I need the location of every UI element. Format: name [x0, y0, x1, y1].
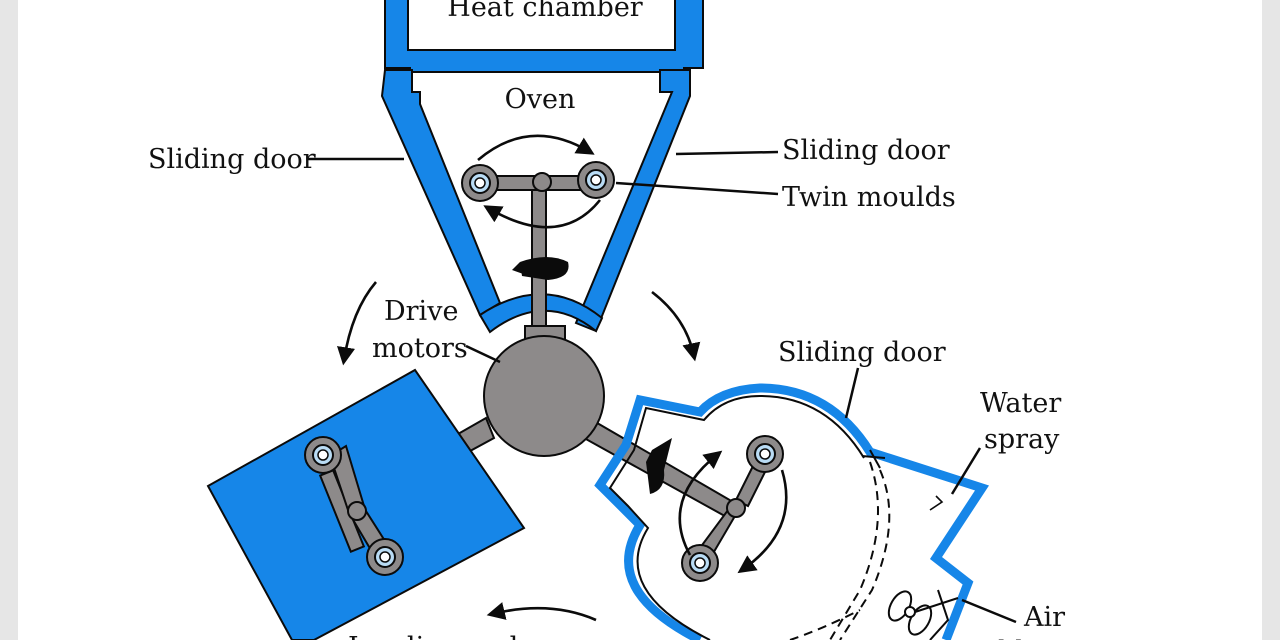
heat-chamber: Heat chamber	[384, 0, 704, 73]
cooling-chamber	[594, 383, 990, 640]
oven: Oven	[380, 69, 691, 334]
sliding-door-left-label: Sliding door	[148, 144, 316, 175]
drive-motors-label-line2: motors	[372, 333, 468, 364]
water-spray-label-line2: spray	[984, 424, 1060, 455]
oven-left-wall	[380, 69, 502, 317]
water-spray-label-line1: Water	[980, 388, 1061, 419]
air-blower-label-line1: Air	[1023, 602, 1065, 633]
leader-sliding-door-cooling	[844, 367, 860, 419]
rotation-arrow-bottom	[486, 602, 597, 622]
oven-right-wall	[574, 69, 691, 333]
drive-motor-hub	[483, 335, 605, 457]
rotation-arrow-left	[337, 281, 377, 366]
oven-label: Oven	[505, 84, 576, 115]
sliding-door-right-label: Sliding door	[782, 135, 950, 166]
sliding-door-cooling-label: Sliding door	[778, 337, 946, 368]
drive-motors-label-line1: Drive	[384, 296, 458, 327]
air-blower-label-line2: blower	[998, 636, 1092, 640]
leader-water-spray	[950, 447, 982, 495]
loading-label: Loading and	[348, 632, 518, 640]
oven-mould-assembly	[461, 134, 615, 348]
loading-station	[206, 368, 526, 640]
twin-moulds-label: Twin moulds	[782, 182, 956, 213]
oven-bottom-door	[478, 293, 604, 334]
rotation-arrow-right	[651, 290, 701, 362]
leader-sliding-door-right	[675, 150, 779, 156]
heat-chamber-label: Heat chamber	[447, 0, 643, 23]
air-blower-fan	[887, 589, 959, 640]
leader-twin-moulds	[615, 181, 779, 196]
leader-air-blower	[961, 598, 1017, 624]
leader-drive-motors	[465, 344, 501, 364]
